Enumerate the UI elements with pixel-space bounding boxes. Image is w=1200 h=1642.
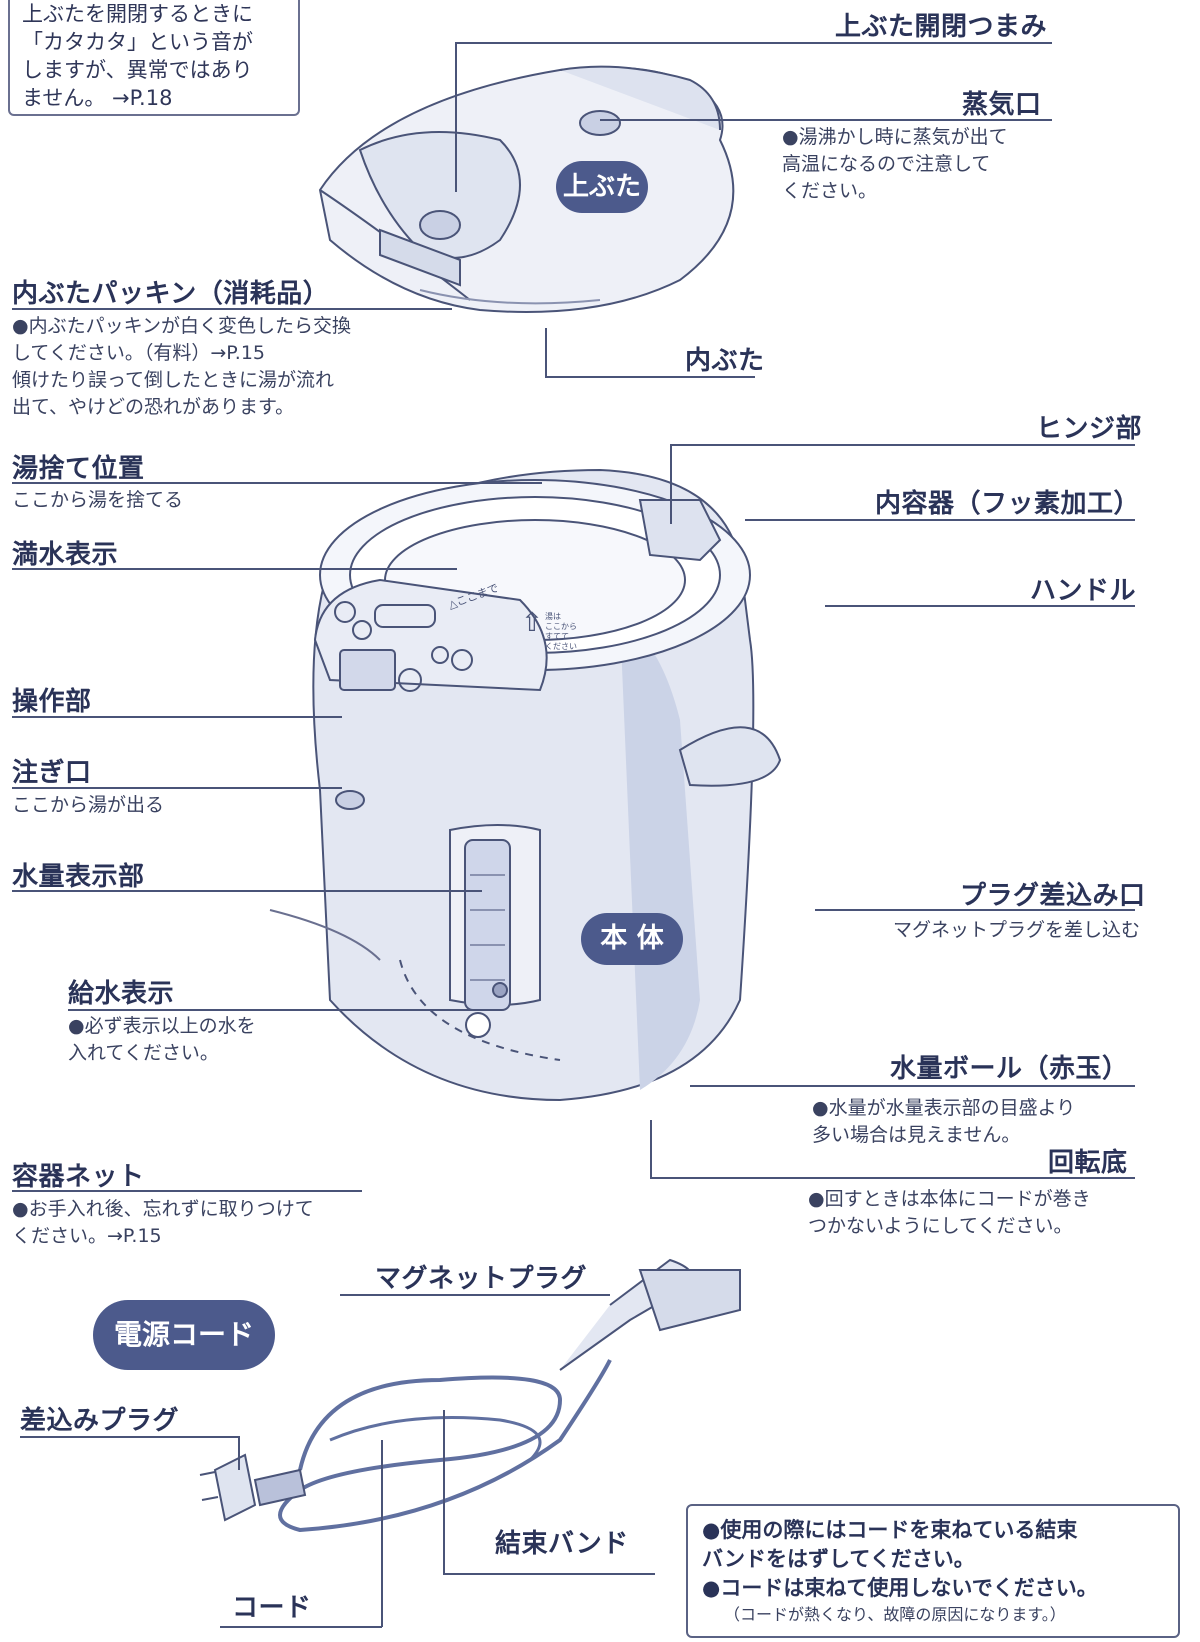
magnet-plug-rule: [340, 1294, 610, 1296]
tie-band-label: 結束バンド: [495, 1529, 629, 1559]
handle-label: ハンドル: [1030, 576, 1137, 606]
control-panel-rule: [12, 716, 342, 718]
lid-badge: 上ぶた: [556, 161, 648, 213]
power-plug-label: 差込みプラグ: [20, 1406, 180, 1436]
steam-vent-desc: ●湯沸かし時に蒸気が出て 高温になるので注意して ください。: [782, 126, 1008, 202]
rotating-base-label: 回転底: [1048, 1148, 1128, 1178]
top-note: 上ぶたを開閉するときに 「カタカタ」という音が しますが、異常ではあり ません。…: [8, 0, 300, 116]
container-net-desc: ●お手入れ後、忘れずに取りつけて ください。→P.15: [12, 1198, 314, 1247]
inner-lid-label: 内ぶた: [685, 346, 765, 376]
drain-position-label: 湯捨て位置: [12, 454, 145, 484]
water-gauge-label: 水量表示部: [12, 862, 145, 892]
lid-knob-leader: [455, 42, 457, 192]
plug-socket-label: プラグ差込み口: [960, 881, 1146, 911]
tie-band-leader: [443, 1410, 445, 1573]
cord-badge: 電源コード: [93, 1300, 275, 1370]
rotating-base-leader: [650, 1120, 652, 1178]
refill-mark-label: 給水表示: [68, 979, 175, 1009]
water-ball-rule: [690, 1085, 1135, 1087]
drain-position-desc: ここから湯を捨てる: [12, 489, 184, 511]
warning-line-2: ●コードは束ねて使用しないでください。: [702, 1576, 1098, 1600]
hinge-label: ヒンジ部: [1036, 414, 1143, 444]
up-arrow-icon: ⇧: [521, 608, 543, 638]
inner-container-rule: [745, 519, 1135, 521]
water-ball-label: 水量ボール（赤玉）: [890, 1054, 1129, 1084]
power-plug-leader: [238, 1436, 240, 1470]
spout-label: 注ぎ口: [12, 758, 92, 788]
control-panel-label: 操作部: [12, 687, 92, 717]
spout-rule: [12, 787, 342, 789]
container-net-rule: [12, 1190, 362, 1192]
cord-leader: [381, 1440, 383, 1627]
drain-position-rule: [12, 482, 542, 484]
plug-socket-desc: マグネットプラグを差し込む: [893, 919, 1141, 941]
inner-lid-rule: [545, 376, 755, 378]
refill-hint-text: 湯は ここから すてて ください: [545, 612, 577, 651]
tie-band-rule: [443, 1573, 655, 1575]
cord-label: コード: [232, 1593, 312, 1623]
refill-mark-desc: ●必ず表示以上の水を 入れてください。: [68, 1015, 256, 1064]
lid-knob-label: 上ぶた開閉つまみ: [835, 12, 1048, 42]
handle-rule: [825, 605, 1135, 607]
refill-mark-rule: [68, 1009, 488, 1011]
magnet-plug-label: マグネットプラグ: [375, 1264, 588, 1294]
inner-container-label: 内容器（フッ素加工）: [875, 489, 1141, 519]
warning-line-1: ●使用の際にはコードを束ねている結束 バンドをはずしてください。: [702, 1518, 1078, 1571]
spout-desc: ここから湯が出る: [12, 794, 165, 816]
power-plug-rule: [20, 1436, 240, 1438]
container-net-label: 容器ネット: [12, 1162, 145, 1192]
top-note-text: 上ぶたを開閉するときに 「カタカタ」という音が しますが、異常ではあり ません。…: [22, 2, 253, 110]
full-water-rule: [12, 568, 457, 570]
body-badge: 本 体: [581, 913, 683, 965]
full-water-label: 満水表示: [12, 540, 119, 570]
hinge-leader: [670, 444, 672, 524]
rotating-base-rule: [650, 1177, 1135, 1179]
plug-socket-rule: [815, 909, 1135, 911]
warning-line-3: （コードが熱くなり、故障の原因になります。）: [724, 1605, 1066, 1624]
steam-vent-label: 蒸気口: [962, 90, 1042, 120]
lid-knob-rule: [455, 42, 1052, 44]
rotating-base-desc: ●回すときは本体にコードが巻き つかないようにしてください。: [808, 1188, 1091, 1237]
inner-lid-leader: [545, 328, 547, 376]
gasket-desc: ●内ぶたパッキンが白く変色したら交換 してください。（有料）→P.15 傾けたり…: [12, 315, 352, 418]
cord-rule: [220, 1626, 382, 1628]
water-gauge-rule: [12, 890, 482, 892]
hinge-rule: [670, 444, 1135, 446]
water-ball-desc: ●水量が水量表示部の目盛より 多い場合は見えません。: [812, 1097, 1076, 1146]
gasket-label: 内ぶたパッキン（消耗品）: [12, 279, 330, 309]
gasket-rule: [12, 308, 452, 310]
cord-warning-box: ●使用の際にはコードを束ねている結束 バンドをはずしてください。 ●コードは束ね…: [686, 1504, 1180, 1638]
steam-vent-rule: [600, 119, 1052, 121]
